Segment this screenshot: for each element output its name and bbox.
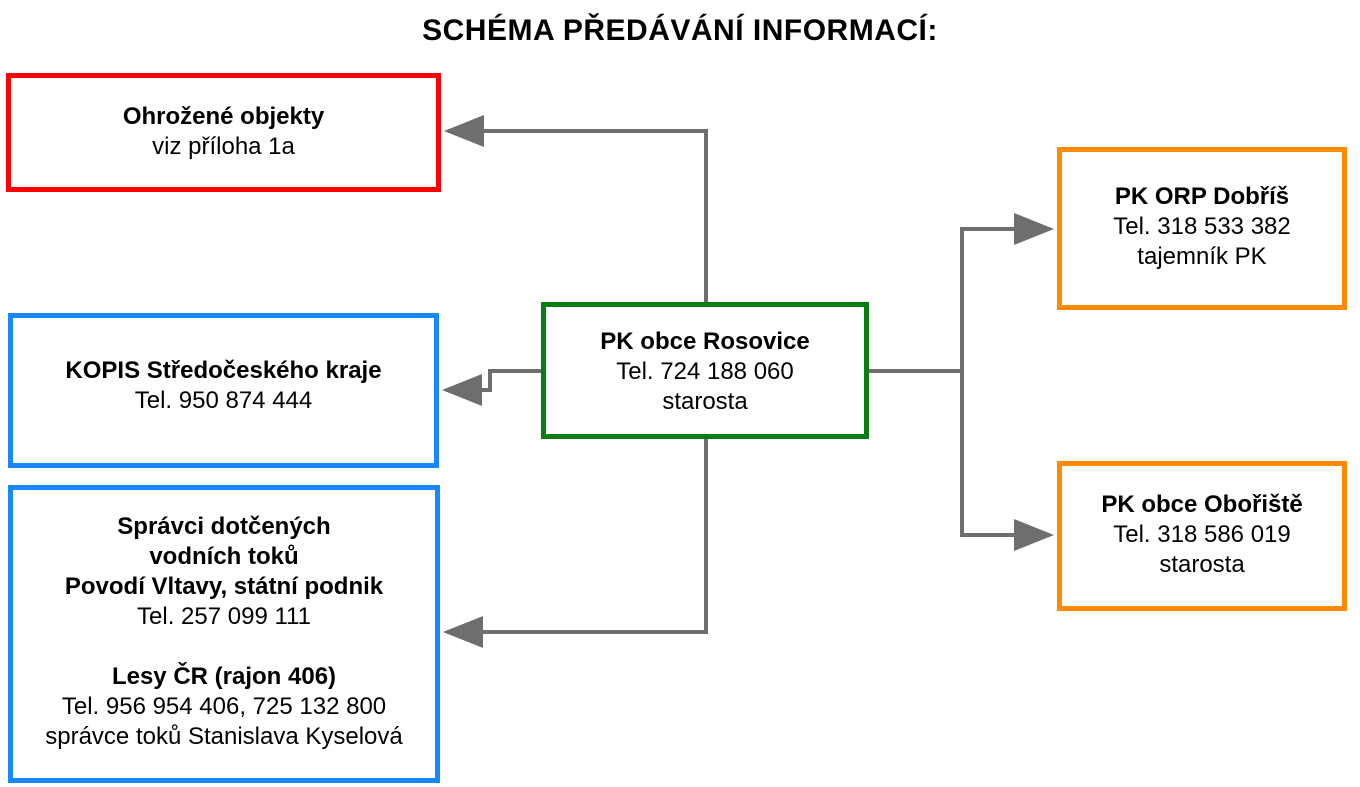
node-water-name-line2: vodních toků (149, 543, 299, 570)
node-oboriste-role: starosta (1159, 551, 1245, 578)
node-oboriste-name: PK obce Obořiště (1101, 491, 1303, 518)
node-center-role: starosta (662, 388, 748, 415)
connector-center-to-threatened (444, 115, 708, 302)
connector-center-to-oboriste (960, 371, 1054, 551)
connector-center-to-water (443, 439, 708, 648)
node-center-rosovice: PK obce Rosovice Tel. 724 188 060 staros… (541, 302, 869, 439)
node-threatened-name: Ohrožené objekty (122, 103, 325, 130)
node-water-forest: Lesy ČR (rajon 406) (111, 663, 337, 690)
node-water-name-line1: Správci dotčených (117, 513, 331, 540)
node-water-authorities: Správci dotčených vodních toků Povodí Vl… (8, 485, 440, 783)
node-water-forest-phone: Tel. 956 954 406, 725 132 800 (61, 693, 387, 720)
node-orp-phone: Tel. 318 533 382 (1113, 213, 1291, 240)
node-oboriste: PK obce Obořiště Tel. 318 586 019 staros… (1057, 461, 1347, 611)
node-oboriste-phone: Tel. 318 586 019 (1113, 521, 1291, 548)
node-water-forest-contact: správce toků Stanislava Kyselová (45, 723, 403, 750)
node-center-name: PK obce Rosovice (600, 328, 810, 355)
node-kopis: KOPIS Středočeského kraje Tel. 950 874 4… (8, 313, 439, 468)
node-center-phone: Tel. 724 188 060 (616, 358, 794, 385)
node-orp-dobris: PK ORP Dobříš Tel. 318 533 382 tajemník … (1057, 147, 1347, 310)
node-orp-role: tajemník PK (1137, 243, 1267, 270)
diagram-title: SCHÉMA PŘEDÁVÁNÍ INFORMACÍ: (422, 14, 938, 47)
node-water-org-phone: Tel. 257 099 111 (137, 603, 311, 630)
node-kopis-phone: Tel. 950 874 444 (134, 386, 313, 414)
node-threatened-objects: Ohrožené objekty viz příloha 1a (6, 73, 441, 192)
node-kopis-name: KOPIS Středočeského kraje (65, 356, 382, 384)
node-orp-name: PK ORP Dobříš (1114, 183, 1290, 210)
connector-center-to-orp (960, 213, 1054, 371)
connector-center-to-kopis (442, 369, 541, 406)
node-water-org: Povodí Vltavy, státní podnik (64, 573, 384, 600)
node-threatened-detail: viz příloha 1a (152, 133, 295, 160)
